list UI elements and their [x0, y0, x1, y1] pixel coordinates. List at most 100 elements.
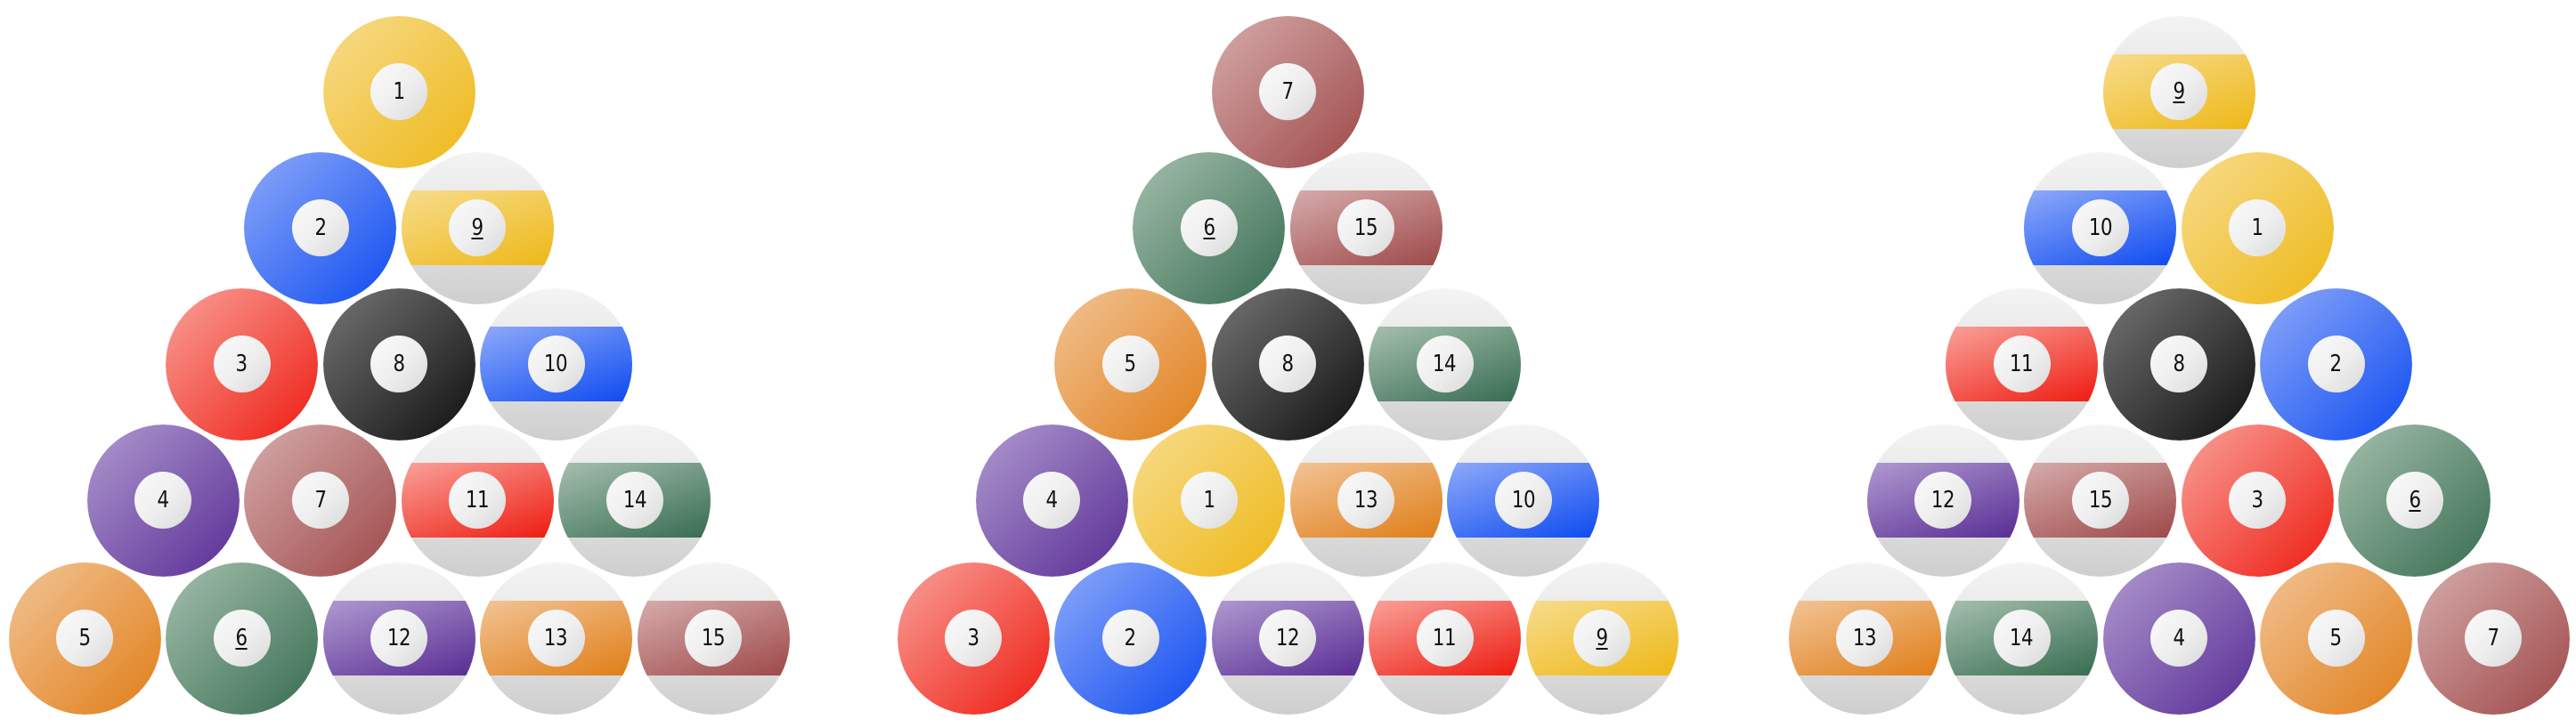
- number-spot: 8: [1259, 336, 1316, 392]
- ball-10: 10: [480, 287, 632, 441]
- number-spot: 4: [1023, 472, 1081, 529]
- number-spot: 7: [291, 472, 349, 529]
- ball-number: 8: [393, 351, 405, 377]
- ball-15: 15: [637, 562, 790, 715]
- ball-number: 10: [544, 351, 568, 377]
- ball-14: 14: [1369, 287, 1521, 441]
- ball-8: 8: [322, 287, 475, 441]
- ball-4: 4: [2102, 562, 2255, 715]
- number-spot: 12: [1259, 610, 1316, 667]
- ball-12: 12: [1211, 562, 1364, 715]
- ball-number: 10: [1511, 487, 1536, 514]
- ball-number: 6: [1203, 214, 1215, 241]
- number-spot: 4: [134, 472, 192, 529]
- ball-number: 7: [2487, 625, 2499, 651]
- ball-12: 12: [1866, 424, 2019, 577]
- ball-number: 9: [471, 214, 484, 241]
- ball-number: 12: [1275, 625, 1300, 651]
- ball-10: 10: [1447, 424, 1600, 577]
- ball-number: 1: [1203, 487, 1215, 514]
- ball-8: 8: [2102, 287, 2255, 441]
- ball-number: 13: [1354, 487, 1378, 514]
- ball-number: 13: [544, 625, 568, 651]
- ball-number: 9: [1596, 625, 1608, 651]
- number-spot: 2: [291, 199, 349, 256]
- ball-2: 2: [244, 151, 397, 304]
- ball-number: 14: [2010, 625, 2034, 651]
- number-spot: 6: [213, 610, 271, 667]
- ball-6: 6: [2338, 424, 2491, 577]
- number-spot: 5: [1101, 336, 1159, 392]
- ball-11: 11: [401, 424, 554, 577]
- number-spot: 12: [1914, 472, 1972, 529]
- ball-7: 7: [244, 424, 397, 577]
- ball-number: 11: [466, 487, 490, 514]
- number-spot: 2: [1101, 610, 1159, 667]
- number-spot: 6: [1180, 199, 1238, 256]
- ball-number: 7: [314, 487, 327, 514]
- ball-number: 2: [1124, 625, 1137, 651]
- number-spot: 9: [449, 199, 507, 256]
- ball-4: 4: [975, 424, 1128, 577]
- ball-number: 3: [235, 351, 248, 377]
- number-spot: 14: [1416, 336, 1474, 392]
- ball-9: 9: [401, 151, 554, 304]
- ball-14: 14: [1946, 562, 2098, 715]
- number-spot: 13: [1836, 610, 1893, 667]
- ball-number: 11: [1433, 625, 1457, 651]
- number-spot: 2: [2307, 336, 2365, 392]
- ball-number: 14: [1433, 351, 1457, 377]
- ball-1: 1: [322, 15, 475, 168]
- ball-8: 8: [1211, 287, 1364, 441]
- ball-number: 15: [1354, 214, 1378, 241]
- number-spot: 3: [213, 336, 271, 392]
- ball-7: 7: [2417, 562, 2570, 715]
- number-spot: 15: [685, 610, 742, 667]
- number-spot: 9: [1573, 610, 1630, 667]
- ball-12: 12: [322, 562, 475, 715]
- ball-number: 13: [1852, 625, 1877, 651]
- ball-5: 5: [2260, 562, 2412, 715]
- ball-9: 9: [1525, 562, 1678, 715]
- ball-number: 1: [393, 78, 405, 105]
- number-spot: 12: [370, 610, 427, 667]
- ball-11: 11: [1946, 287, 2098, 441]
- ball-9: 9: [2102, 15, 2255, 168]
- ball-number: 15: [2088, 487, 2113, 514]
- ball-7: 7: [1211, 15, 1364, 168]
- ball-1: 1: [1133, 424, 1286, 577]
- ball-number: 11: [2010, 351, 2034, 377]
- number-spot: 14: [605, 472, 663, 529]
- ball-number: 10: [2088, 214, 2113, 241]
- ball-15: 15: [1289, 151, 1442, 304]
- ball-5: 5: [8, 562, 161, 715]
- ball-5: 5: [1054, 287, 1207, 441]
- number-spot: 1: [370, 63, 427, 120]
- ball-3: 3: [166, 287, 318, 441]
- ball-10: 10: [2024, 151, 2177, 304]
- ball-number: 7: [1281, 78, 1294, 105]
- number-spot: 4: [2150, 610, 2207, 667]
- ball-13: 13: [1788, 562, 1941, 715]
- ball-2: 2: [2260, 287, 2412, 441]
- ball-number: 6: [235, 625, 248, 651]
- ball-6: 6: [1133, 151, 1286, 304]
- number-spot: 5: [2307, 610, 2365, 667]
- number-spot: 1: [1180, 472, 1238, 529]
- ball-number: 2: [2329, 351, 2343, 377]
- ball-11: 11: [1369, 562, 1521, 715]
- ball-number: 5: [2329, 625, 2343, 651]
- ball-3: 3: [897, 562, 1050, 715]
- number-spot: 7: [1259, 63, 1316, 120]
- ball-number: 4: [157, 487, 170, 514]
- ball-number: 2: [314, 214, 327, 241]
- ball-number: 8: [2173, 351, 2185, 377]
- ball-number: 6: [2409, 487, 2421, 514]
- number-spot: 6: [2385, 472, 2443, 529]
- number-spot: 15: [2071, 472, 2129, 529]
- number-spot: 3: [945, 610, 1002, 667]
- number-spot: 8: [370, 336, 427, 392]
- number-spot: 10: [1494, 472, 1552, 529]
- number-spot: 15: [1337, 199, 1395, 256]
- ball-number: 4: [1045, 487, 1059, 514]
